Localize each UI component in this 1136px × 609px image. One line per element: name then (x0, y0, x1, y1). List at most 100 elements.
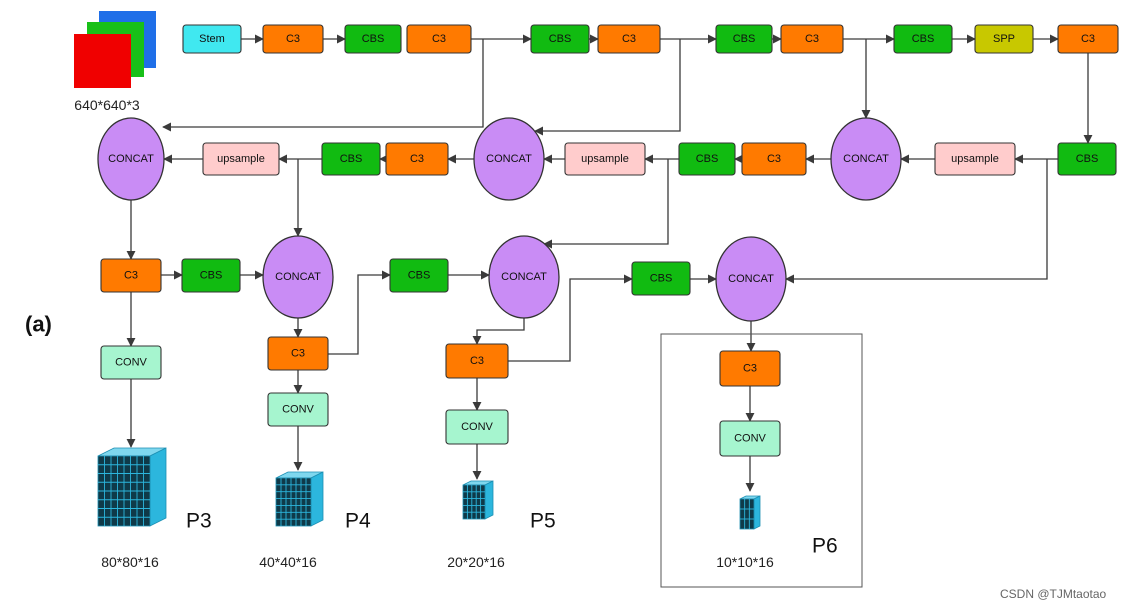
credit-watermark: CSDN @TJMtaotao (1000, 587, 1107, 601)
node-label: CONCAT (728, 273, 774, 285)
concat-r3-node: CONCAT (830, 117, 902, 201)
cube-front (275, 477, 312, 527)
node-box (780, 24, 844, 54)
node-label: CONV (461, 421, 493, 433)
up-3-node: upsample (934, 142, 1016, 176)
node-label: C3 (743, 363, 757, 375)
edge-arrow (328, 270, 391, 355)
node-label: CBS (912, 33, 935, 45)
up-1-node: upsample (202, 142, 280, 176)
concat-ellipse (262, 235, 334, 319)
node-label: C3 (124, 270, 138, 282)
cube-side (484, 480, 494, 520)
c3-5-node: C3 (1057, 24, 1119, 54)
cbs-r2b-node: CBS (678, 142, 736, 176)
input-channel-red (74, 34, 131, 88)
node-label: C3 (286, 33, 300, 45)
node-box (445, 343, 509, 379)
node-label: CONCAT (108, 153, 154, 165)
cube-side (753, 495, 761, 530)
node-box (389, 258, 449, 293)
c3-3-node: C3 (597, 24, 661, 54)
node-label: CBS (549, 33, 572, 45)
concat-ellipse (97, 117, 165, 201)
p6-feature-map-icon (739, 495, 761, 530)
p3-output-label: P3 (186, 510, 212, 533)
node-label: SPP (993, 33, 1015, 45)
node-label: CONV (734, 433, 766, 445)
node-label: CBS (650, 273, 673, 285)
node-box (934, 142, 1016, 176)
node-box (719, 420, 781, 457)
node-box (321, 142, 381, 176)
conv-p3-node: CONV (100, 345, 162, 380)
edge-arrow (785, 159, 1048, 284)
p4-feature-map-icon (275, 471, 324, 527)
node-box (678, 142, 736, 176)
cube-side (310, 471, 324, 527)
cbs-2-node: CBS (530, 24, 590, 54)
node-label: C3 (410, 153, 424, 165)
cbs-d2-node: CBS (389, 258, 449, 293)
node-label: CBS (408, 270, 431, 282)
node-box (267, 336, 329, 371)
concat-ellipse (473, 117, 545, 201)
node-box (100, 345, 162, 380)
p4-output-label: P4 (345, 510, 371, 533)
node-box (530, 24, 590, 54)
node-box (597, 24, 661, 54)
concat-r1-node: CONCAT (97, 117, 165, 201)
c3-2-node: C3 (406, 24, 472, 54)
c3-p4-node: C3 (267, 336, 329, 371)
p3-feature-map-icon (97, 447, 167, 527)
node-box (564, 142, 646, 176)
c3-r1-node: C3 (385, 142, 449, 176)
node-box (719, 350, 781, 387)
p6-output-label: P6 (812, 535, 838, 558)
node-box (267, 392, 329, 427)
conv-p4-node: CONV (267, 392, 329, 427)
edge-arrow (543, 159, 669, 249)
extras-layer: 640*640*3(a)P380*80*16P440*40*16P520*20*… (25, 11, 1107, 601)
edge-arrow (508, 274, 633, 362)
c3-p3-node: C3 (100, 258, 162, 293)
concat-d2-node: CONCAT (488, 235, 560, 319)
c3-1-node: C3 (262, 24, 324, 54)
spp-node: SPP (974, 24, 1034, 54)
concat-ellipse (715, 236, 787, 322)
node-label: Stem (199, 33, 225, 45)
concat-d1-node: CONCAT (262, 235, 334, 319)
cube-front (739, 498, 755, 530)
p5-dims-label: 20*20*16 (447, 554, 505, 570)
conv-p6-node: CONV (719, 420, 781, 457)
node-label: C3 (470, 355, 484, 367)
node-box (202, 142, 280, 176)
p4-dims-label: 40*40*16 (259, 554, 317, 570)
node-box (893, 24, 953, 54)
node-label: C3 (432, 33, 446, 45)
node-box (100, 258, 162, 293)
c3-p6-node: C3 (719, 350, 781, 387)
c3-4-node: C3 (780, 24, 844, 54)
node-label: C3 (805, 33, 819, 45)
node-box (1057, 142, 1117, 176)
node-box (715, 24, 773, 54)
node-box (182, 24, 242, 54)
node-label: CBS (200, 270, 223, 282)
cbs-4-node: CBS (893, 24, 953, 54)
node-label: C3 (767, 153, 781, 165)
node-box (974, 24, 1034, 54)
p5-feature-map-icon (462, 480, 494, 520)
node-label: CONCAT (275, 271, 321, 283)
concat-ellipse (488, 235, 560, 319)
concat-ellipse (830, 117, 902, 201)
up-2-node: upsample (564, 142, 646, 176)
cbs-1-node: CBS (344, 24, 402, 54)
node-label: CONCAT (486, 153, 532, 165)
input-image-icon (74, 11, 156, 88)
node-box (406, 24, 472, 54)
edge-arrow (534, 39, 681, 136)
node-label: CBS (362, 33, 385, 45)
